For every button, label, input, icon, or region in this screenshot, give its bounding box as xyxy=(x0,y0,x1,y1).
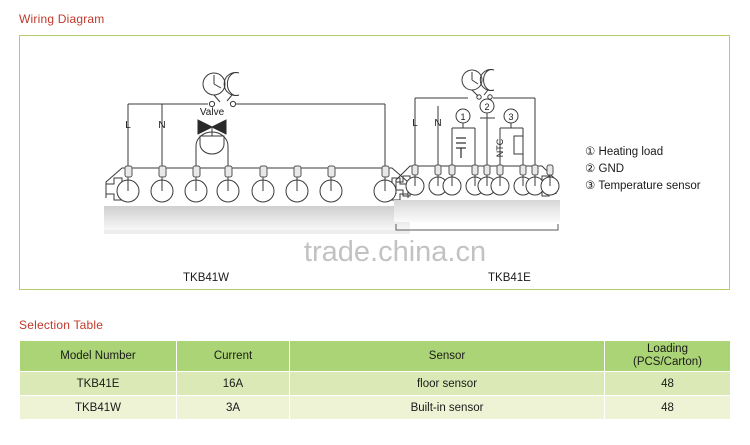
legend-item-2: ② GND xyxy=(585,161,750,178)
tkb41e-label-ntc: NTC xyxy=(495,138,505,157)
column-header-current: Current xyxy=(176,340,290,372)
legend-item-3: ③ Temperature sensor xyxy=(585,178,750,195)
column-header-loading: Loading (PCS/Carton) xyxy=(604,340,731,372)
selection-table-heading: Selection Table xyxy=(19,318,104,332)
tkb41e-terminals xyxy=(405,164,560,196)
cell-model: TKB41W xyxy=(19,395,177,420)
legend-text-2: GND xyxy=(598,163,625,175)
tkb41w-device-body xyxy=(104,206,410,230)
cell-current: 16A xyxy=(176,371,290,396)
table-row: TKB41W 3A Built-in sensor 48 xyxy=(19,395,731,420)
svg-text:2: 2 xyxy=(484,102,489,112)
wiring-diagram-panel: L N Valve xyxy=(19,35,730,290)
legend-marker-3: ③ xyxy=(585,180,596,192)
tkb41w-caption: TKB41W xyxy=(183,272,230,284)
cell-loading: 48 xyxy=(604,371,731,396)
legend-marker-2: ② xyxy=(585,163,596,175)
tkb41e-label-L: L xyxy=(412,118,418,129)
ground-icon xyxy=(480,113,495,124)
tkb41w-label-N: N xyxy=(158,120,165,131)
selection-table: Model Number Current Sensor Loading (PCS… xyxy=(19,340,731,420)
tkb41w-label-valve: Valve xyxy=(200,107,225,118)
column-header-loading-sublabel: (PCS/Carton) xyxy=(632,356,703,368)
tkb41w-terminals xyxy=(116,165,397,203)
tkb41e-label-N: N xyxy=(434,118,441,129)
marker-2-gnd: 2 xyxy=(479,98,495,124)
marker-1-heating-load: 1 xyxy=(452,108,475,158)
resistor-icon xyxy=(513,135,524,155)
marker-3-temperature-sensor: 3 NTC xyxy=(495,108,524,157)
svg-text:3: 3 xyxy=(508,112,513,122)
tkb41e-diagram: L N 1 2 xyxy=(394,69,560,231)
cell-sensor: floor sensor xyxy=(289,371,605,396)
cell-loading: 48 xyxy=(604,395,731,420)
table-header-row: Model Number Current Sensor Loading (PCS… xyxy=(19,340,731,372)
legend-marker-1: ① xyxy=(585,146,596,158)
heater-coil-icon xyxy=(456,137,466,158)
cell-model: TKB41E xyxy=(19,371,177,396)
cell-current: 3A xyxy=(176,395,290,420)
legend-item-1: ① Heating load xyxy=(585,144,750,161)
svg-text:1: 1 xyxy=(460,112,465,122)
tkb41e-caption: TKB41E xyxy=(488,272,531,284)
table-row: TKB41E 16A floor sensor 48 xyxy=(19,371,731,396)
column-header-loading-label: Loading xyxy=(647,343,688,355)
legend-text-3: Temperature sensor xyxy=(598,180,701,192)
valve-icon xyxy=(195,119,229,155)
wiring-legend: ① Heating load ② GND ③ Temperature senso… xyxy=(585,144,750,195)
cell-sensor: Built-in sensor xyxy=(289,395,605,420)
column-header-model: Model Number xyxy=(19,340,177,372)
legend-text-1: Heating load xyxy=(598,146,664,158)
tkb41e-device-body xyxy=(394,200,560,222)
tkb41w-label-L: L xyxy=(125,120,131,131)
column-header-sensor: Sensor xyxy=(289,340,605,372)
wiring-diagram-heading: Wiring Diagram xyxy=(19,12,105,26)
tkb41w-diagram: L N Valve xyxy=(104,72,410,234)
